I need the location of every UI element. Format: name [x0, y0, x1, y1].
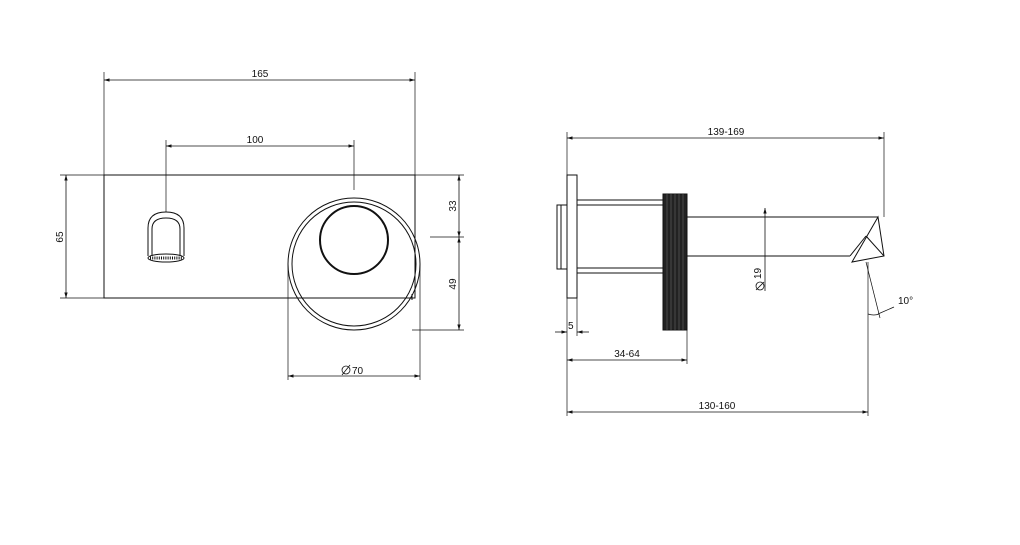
dim-label-diameter-70: 70 [352, 366, 364, 377]
dim-knob-diameter: 70 [287, 264, 421, 380]
dim-projection-overall: 139-169 [566, 127, 885, 217]
dim-label-5: 5 [568, 321, 574, 332]
dim-label-33: 33 [448, 200, 459, 212]
control-knob [287, 197, 421, 331]
dim-plate-thickness: 5 [555, 298, 589, 336]
front-view: 165 100 65 33 49 [55, 69, 464, 380]
dim-projection-spout: 130-160 [566, 318, 869, 416]
spout-outlet [147, 211, 185, 263]
dim-label-139-169: 139-169 [708, 127, 745, 138]
dim-label-angle: 10° [898, 296, 913, 307]
side-view: 19 10° 139-169 5 [555, 127, 913, 416]
dim-upper-offset: 33 [415, 174, 464, 238]
dim-wall-depth: 34-64 [566, 330, 688, 364]
dim-front-height: 65 [55, 174, 104, 299]
side-wall-flange [566, 174, 578, 299]
dim-lower-offset: 49 [412, 237, 464, 331]
dim-label-65: 65 [55, 231, 66, 243]
side-spout [687, 215, 885, 263]
dim-spout-angle: 10° [865, 261, 913, 319]
diameter-symbol-icon [755, 281, 765, 291]
dim-spout-diameter: 19 [753, 208, 767, 291]
front-wall-plate [103, 174, 416, 299]
dim-label-100: 100 [247, 135, 264, 146]
dim-label-diameter-19: 19 [753, 267, 764, 279]
side-housing [576, 199, 664, 274]
dim-label-165: 165 [252, 69, 269, 80]
dim-label-130-160: 130-160 [699, 401, 736, 412]
dim-handle-spacing: 100 [165, 135, 355, 212]
side-cartridge-body [556, 204, 568, 270]
dim-front-width: 165 [103, 69, 416, 175]
diameter-symbol-icon [341, 364, 351, 376]
dim-label-34-64: 34-64 [614, 349, 640, 360]
dim-label-49: 49 [448, 278, 459, 290]
side-knurled-knob [662, 193, 688, 331]
